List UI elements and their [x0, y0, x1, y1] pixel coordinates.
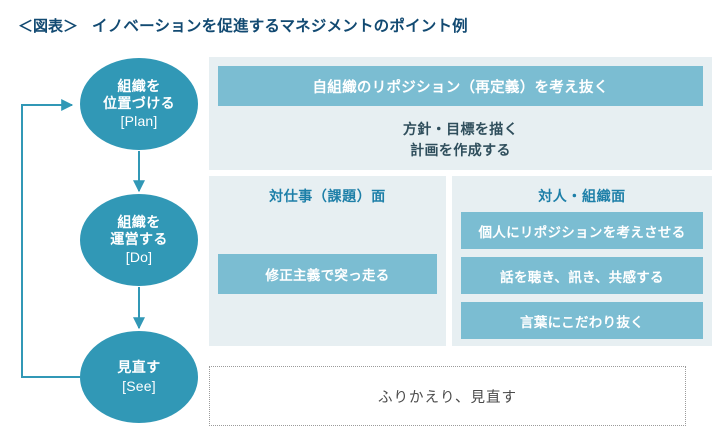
plan-detail-line-2: 計画を作成する [410, 142, 511, 158]
plan-detail-lines: 方針・目標を描く 計画を作成する [218, 119, 703, 161]
cycle-node-plan-line1: 組織を [117, 77, 161, 94]
cycle-node-see-line1: 見直す [117, 359, 161, 376]
title-tag: ＜図表＞ [18, 17, 79, 35]
cycle-node-see-label: [See] [122, 377, 156, 394]
see-text: ふりかえり、見直す [378, 389, 517, 406]
cycle-node-do-line2: 運営する [110, 230, 168, 247]
panel-do-left-column: 対仕事（課題）面 修正主義で突っ走る [209, 176, 446, 346]
panel-see: ふりかえり、見直す [209, 366, 686, 426]
cycle-node-plan[interactable]: 組織を 位置づける [Plan] [80, 58, 198, 150]
plan-banner-chip[interactable]: 自組織のリポジション（再定義）を考え抜く [218, 66, 703, 106]
cycle-node-plan-line2: 位置づける [103, 94, 175, 111]
cycle-node-see[interactable]: 見直す [See] [80, 331, 198, 423]
cycle-node-do-label: [Do] [125, 249, 153, 266]
title-text: イノベーションを促進するマネジメントのポイント例 [92, 18, 468, 35]
page-title: ＜図表＞ イノベーションを促進するマネジメントのポイント例 [18, 12, 718, 38]
plan-detail-line-1: 方針・目標を描く [402, 121, 519, 137]
do-right-chip-1[interactable]: 個人にリポジションを考えさせる [461, 212, 703, 249]
cycle-connectors [21, 99, 145, 378]
panel-do-right-column: 対人・組織面 個人にリポジションを考えさせる 話を聴き、訊き、共感する 言葉にこ… [452, 176, 712, 346]
do-right-chip-3[interactable]: 言葉にこだわり抜く [461, 302, 703, 339]
cycle-node-do-line1: 組織を [117, 213, 161, 230]
do-right-column-heading: 対人・組織面 [538, 188, 626, 204]
do-left-column-heading: 対仕事（課題）面 [269, 188, 386, 204]
cycle-flow-column: 組織を 位置づける [Plan] 組織を 運営する [Do] 見直す [See] [0, 44, 208, 448]
cycle-node-plan-label: [Plan] [120, 113, 158, 130]
arrow-see-to-plan-feedback [21, 99, 80, 378]
do-left-chip-1[interactable]: 修正主義で突っ走る [218, 254, 437, 294]
do-right-chip-2[interactable]: 話を聴き、訊き、共感する [461, 257, 703, 294]
panel-plan: 自組織のリポジション（再定義）を考え抜く 方針・目標を描く 計画を作成する [209, 57, 712, 170]
cycle-node-do[interactable]: 組織を 運営する [Do] [80, 194, 198, 286]
